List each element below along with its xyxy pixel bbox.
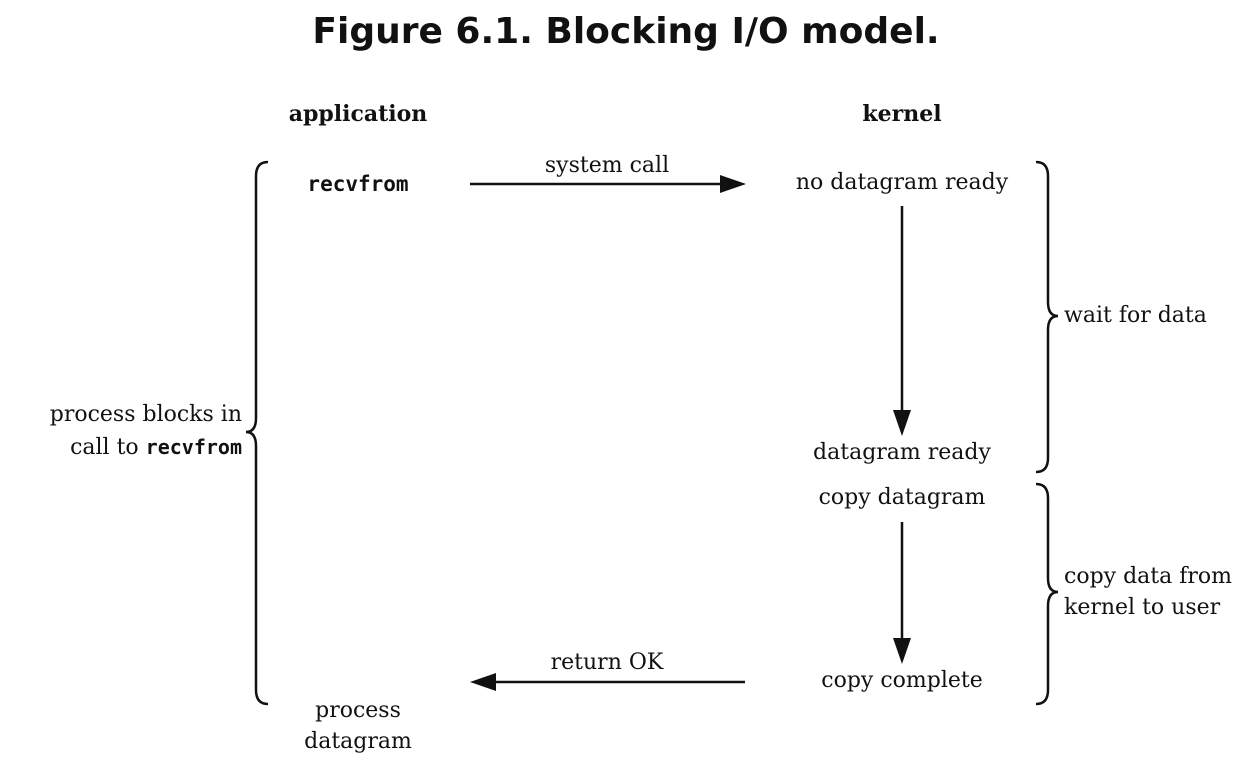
- return-ok-arrow: [470, 673, 745, 691]
- copy-datagram-label: copy datagram: [818, 485, 986, 510]
- copy-data-line1: copy data from: [1064, 564, 1232, 589]
- no-datagram-ready-label: no datagram ready: [795, 170, 1009, 195]
- kernel-column-header: kernel: [862, 101, 942, 127]
- copy-complete-label: copy complete: [821, 668, 983, 693]
- system-call-arrow: [470, 175, 746, 193]
- wait-for-data-arrow: [893, 206, 911, 436]
- wait-for-data-label: wait for data: [1064, 303, 1207, 328]
- process-blocks-line1: process blocks in: [49, 402, 242, 427]
- wait-for-data-brace: [1035, 160, 1059, 474]
- process-blocks-recvfrom: recvfrom: [145, 435, 242, 459]
- return-ok-label: return OK: [550, 650, 664, 675]
- process-blocks-label: process blocks in call to recvfrom: [0, 398, 242, 464]
- copy-data-brace: [1035, 482, 1059, 706]
- process-blocks-call-prefix: call to: [70, 435, 146, 460]
- process-blocks-line2: call to recvfrom: [0, 431, 242, 464]
- figure-title: Figure 6.1. Blocking I/O model.: [312, 11, 940, 52]
- copy-datagram-arrow: [893, 522, 911, 664]
- process-datagram-line2: datagram: [304, 729, 412, 754]
- application-column-header: application: [288, 101, 428, 127]
- datagram-ready-label: datagram ready: [813, 440, 991, 465]
- copy-data-line2: kernel to user: [1064, 595, 1221, 620]
- process-blocks-brace: [245, 160, 269, 706]
- process-datagram-line1: process: [315, 698, 401, 723]
- recvfrom-call-label: recvfrom: [307, 172, 409, 196]
- system-call-label: system call: [544, 153, 670, 178]
